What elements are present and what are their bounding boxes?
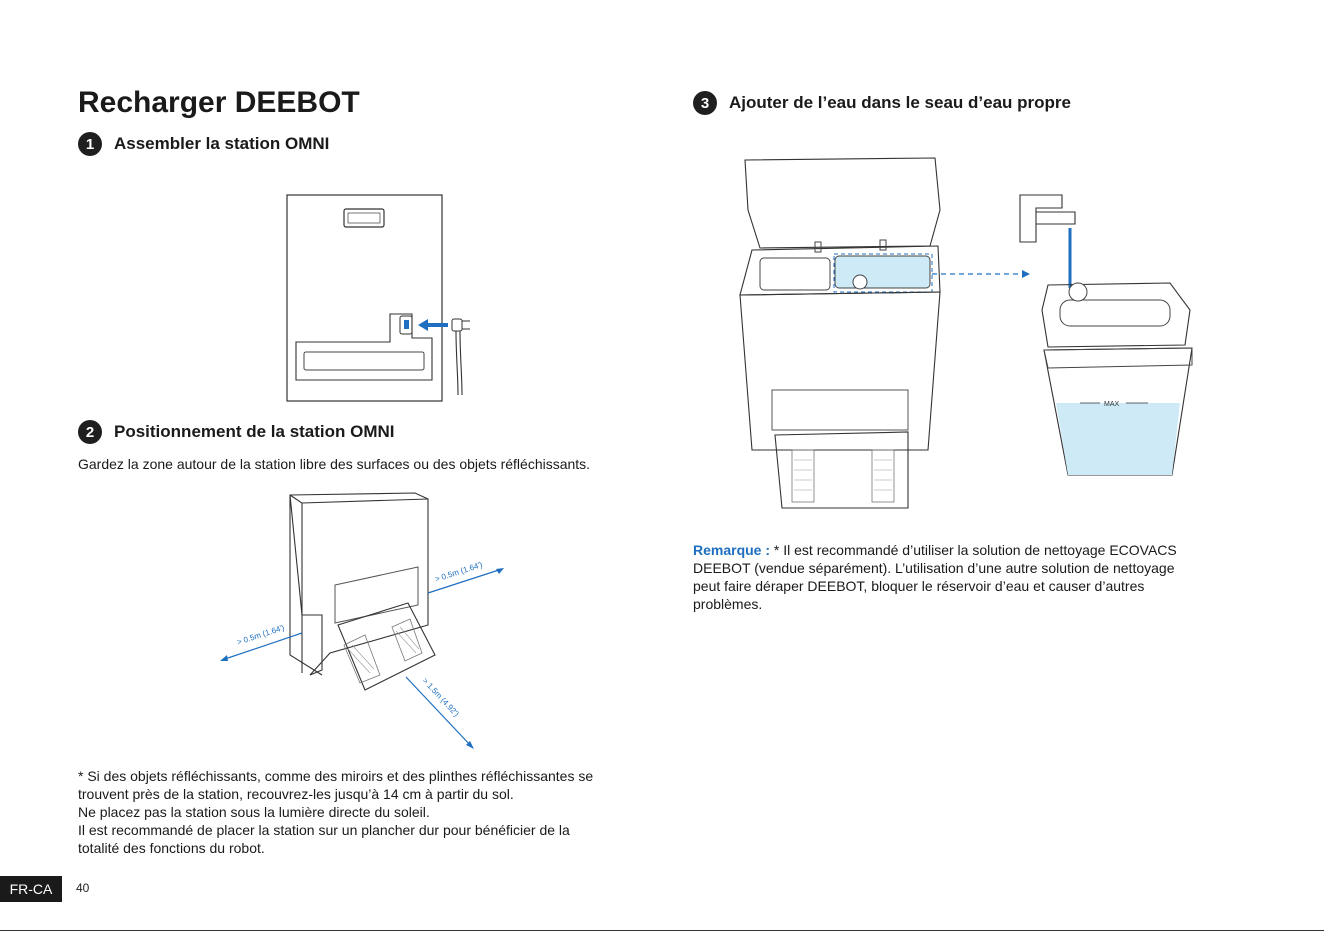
note-line: totalité des fonctions du robot. <box>78 840 265 856</box>
step-3-heading: 3 Ajouter de l’eau dans le seau d’eau pr… <box>693 91 1071 115</box>
step-2-title: Positionnement de la station OMNI <box>114 422 395 441</box>
note-line: trouvent près de la station, recouvrez-l… <box>78 786 514 802</box>
max-level-label: MAX <box>1104 401 1120 408</box>
placement-notes: * Si des objets réfléchissants, comme de… <box>78 767 658 857</box>
step-1-title: Assembler la station OMNI <box>114 134 330 153</box>
page-title: Recharger DEEBOT <box>78 86 360 119</box>
note-line: * Si des objets réfléchissants, comme de… <box>78 768 594 784</box>
page-number: 40 <box>76 881 90 895</box>
dim-right-label: > 0.5m (1.64') <box>434 560 484 584</box>
step-2-intro: Gardez la zone autour de la station libr… <box>78 456 591 472</box>
note-line: Il est recommandé de placer la station s… <box>78 822 570 838</box>
dim-front-label: > 1.5m (4.92') <box>421 676 461 718</box>
station-assembly-diagram <box>286 194 470 402</box>
step-number-badge: 3 <box>693 91 717 115</box>
remark-line: * Il est recommandé d’utiliser la soluti… <box>773 542 1177 558</box>
remark-label: Remarque : <box>693 542 771 558</box>
step-number-badge: 1 <box>78 132 102 156</box>
step-3-title: Ajouter de l’eau dans le seau d’eau prop… <box>729 93 1071 112</box>
step-number-badge: 2 <box>78 420 102 444</box>
remark-line: DEEBOT (vendue séparément). L’utilisatio… <box>693 560 1175 576</box>
language-tag: FR-CA <box>0 876 62 902</box>
remark-block: Remarque : * Il est recommandé d’utilise… <box>693 541 1253 613</box>
dim-left-label: > 0.5m (1.64') <box>236 623 286 647</box>
step-1-heading: 1 Assembler la station OMNI <box>78 132 329 156</box>
arrow-icon <box>418 319 428 331</box>
water-tank-diagram: MAX <box>739 157 1193 509</box>
bottom-divider <box>0 930 1324 931</box>
step-2-heading: 2 Positionnement de la station OMNI <box>78 420 395 444</box>
remark-line: problèmes. <box>693 596 763 612</box>
remark-line: peut faire déraper DEEBOT, bloquer le ré… <box>693 578 1145 594</box>
station-clearance-diagram: > 0.5m (1.64') > 0.5m (1.64') > 1.5m (4.… <box>220 492 504 749</box>
note-line: Ne placez pas la station sous la lumière… <box>78 804 430 820</box>
